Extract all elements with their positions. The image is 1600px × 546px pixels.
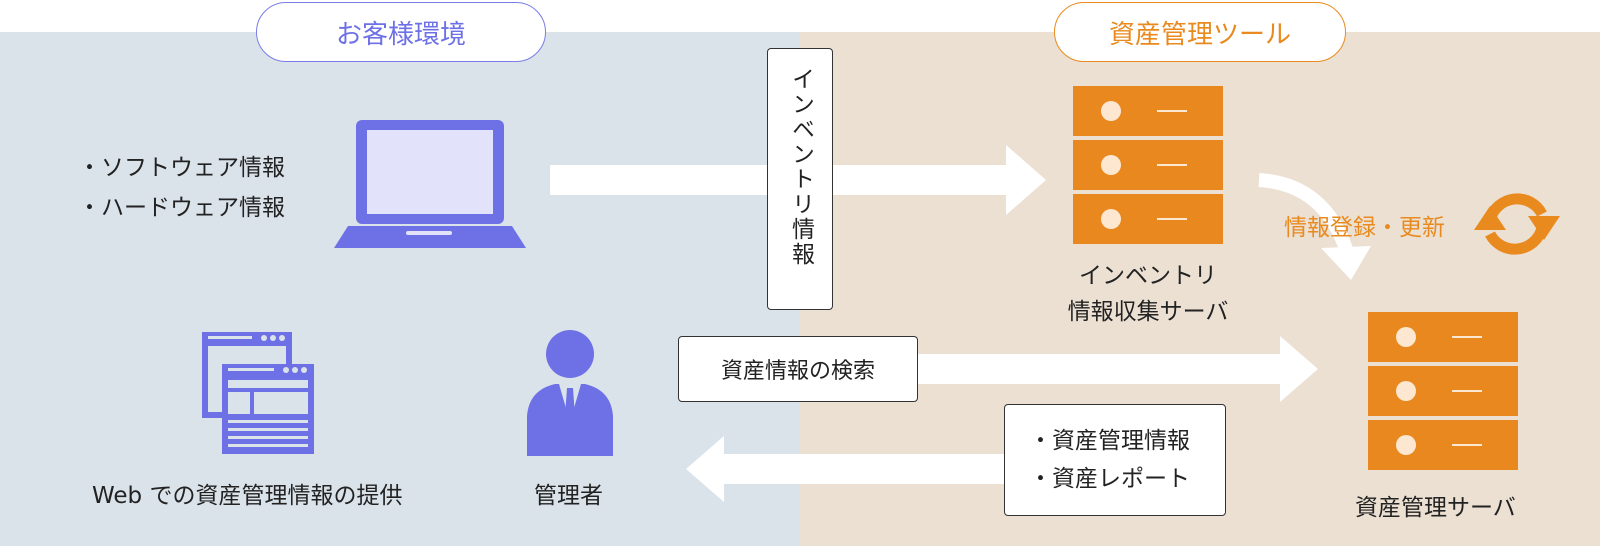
register-update-label: 情報登録・更新 (1284, 215, 1445, 241)
customer-env-title: お客様環境 (256, 2, 546, 62)
asset-search-label: 資産情報の検索 (678, 336, 918, 402)
asset-server-caption: 資産管理サーバ (1355, 495, 1516, 521)
asset-tool-title: 資産管理ツール (1054, 2, 1346, 62)
web-provision-caption: Web での資産管理情報の提供 (92, 483, 403, 509)
inventory-server-icon (1073, 86, 1223, 248)
list-item: ・資産管理情報 (1029, 428, 1190, 454)
customer-environment-zone (0, 32, 800, 546)
refresh-cycle-icon (1474, 193, 1560, 255)
laptop-icon (334, 120, 526, 248)
register-curve-arrow (1258, 173, 1371, 280)
output-arrow (686, 436, 1014, 502)
pc-info-list: ・ソフトウェア情報 ・ハードウェア情報 (78, 148, 285, 228)
list-item: ・ソフトウェア情報 (78, 155, 285, 181)
inventory-info-label: インベントリ情報 (767, 48, 833, 310)
admin-caption: 管理者 (534, 483, 603, 509)
asset-server-icon (1368, 312, 1518, 474)
asset-output-label: ・資産管理情報 ・資産レポート (1004, 404, 1226, 516)
web-pages-icon (202, 332, 314, 454)
admin-person-icon (527, 330, 613, 456)
inventory-server-caption: インベントリ 情報収集サーバ (1067, 263, 1229, 325)
search-arrow (910, 336, 1318, 402)
list-item: ・ハードウェア情報 (78, 195, 285, 221)
list-item: ・資産レポート (1029, 466, 1190, 492)
